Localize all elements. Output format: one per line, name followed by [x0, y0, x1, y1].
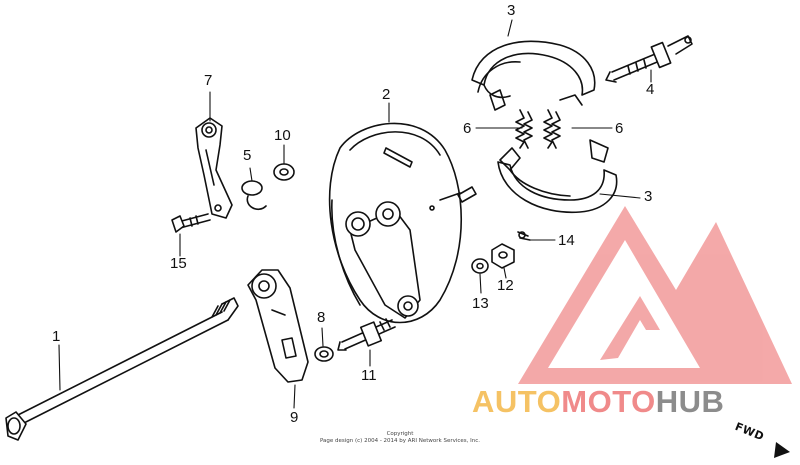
fwd-arrow [774, 442, 790, 458]
part-cotter-pin[interactable] [517, 231, 531, 241]
watermark-moto: MOTO [561, 384, 656, 419]
copyright-notice: Copyright Page design (c) 2004 - 2014 by… [300, 431, 500, 445]
part-spring-left[interactable] [515, 109, 533, 149]
callout-14: 14 [558, 232, 575, 249]
part-washer-13[interactable] [471, 258, 489, 274]
callout-5: 5 [243, 147, 252, 164]
callout-6-left: 6 [463, 120, 472, 137]
callout-3-lower: 3 [644, 188, 653, 205]
copyright-line-2: Page design (c) 2004 - 2014 by ARI Netwo… [319, 438, 481, 444]
part-washer-5[interactable] [241, 180, 267, 211]
watermark-logo [518, 206, 792, 384]
watermark-auto: AUTO [472, 384, 562, 419]
callout-8: 8 [317, 309, 326, 326]
callout-12: 12 [497, 277, 514, 294]
copyright-line-1: Copyright [386, 431, 414, 437]
callout-2: 2 [382, 86, 391, 103]
part-stopper-arm[interactable] [247, 269, 309, 383]
part-stopper-bolt[interactable] [337, 318, 396, 351]
callout-15: 15 [170, 255, 187, 272]
part-nut-8[interactable] [314, 346, 334, 362]
callout-6-right: 6 [615, 120, 624, 137]
part-nut-12[interactable] [491, 243, 515, 269]
callout-10: 10 [274, 127, 291, 144]
callout-4: 4 [646, 81, 655, 98]
part-brake-panel[interactable] [328, 122, 477, 324]
callout-13: 13 [472, 295, 489, 312]
part-bolt-15[interactable] [171, 213, 211, 233]
part-brake-shoe-upper[interactable] [471, 40, 596, 111]
watermark-text: AUTOMOTOHUB [472, 384, 724, 420]
watermark-hub: HUB [655, 384, 725, 419]
part-brake-cam[interactable] [605, 35, 693, 83]
callout-3-upper: 3 [507, 2, 516, 19]
part-brake-shoe-lower[interactable] [497, 139, 618, 214]
leader-lines [58, 19, 652, 409]
callout-9: 9 [290, 409, 299, 426]
part-spring-right[interactable] [543, 109, 561, 149]
part-brake-arm[interactable] [195, 117, 233, 219]
part-axle[interactable] [5, 297, 239, 441]
callout-1: 1 [52, 328, 61, 345]
part-washer-10[interactable] [273, 163, 295, 181]
callout-11: 11 [361, 367, 377, 384]
callout-7: 7 [204, 72, 213, 89]
